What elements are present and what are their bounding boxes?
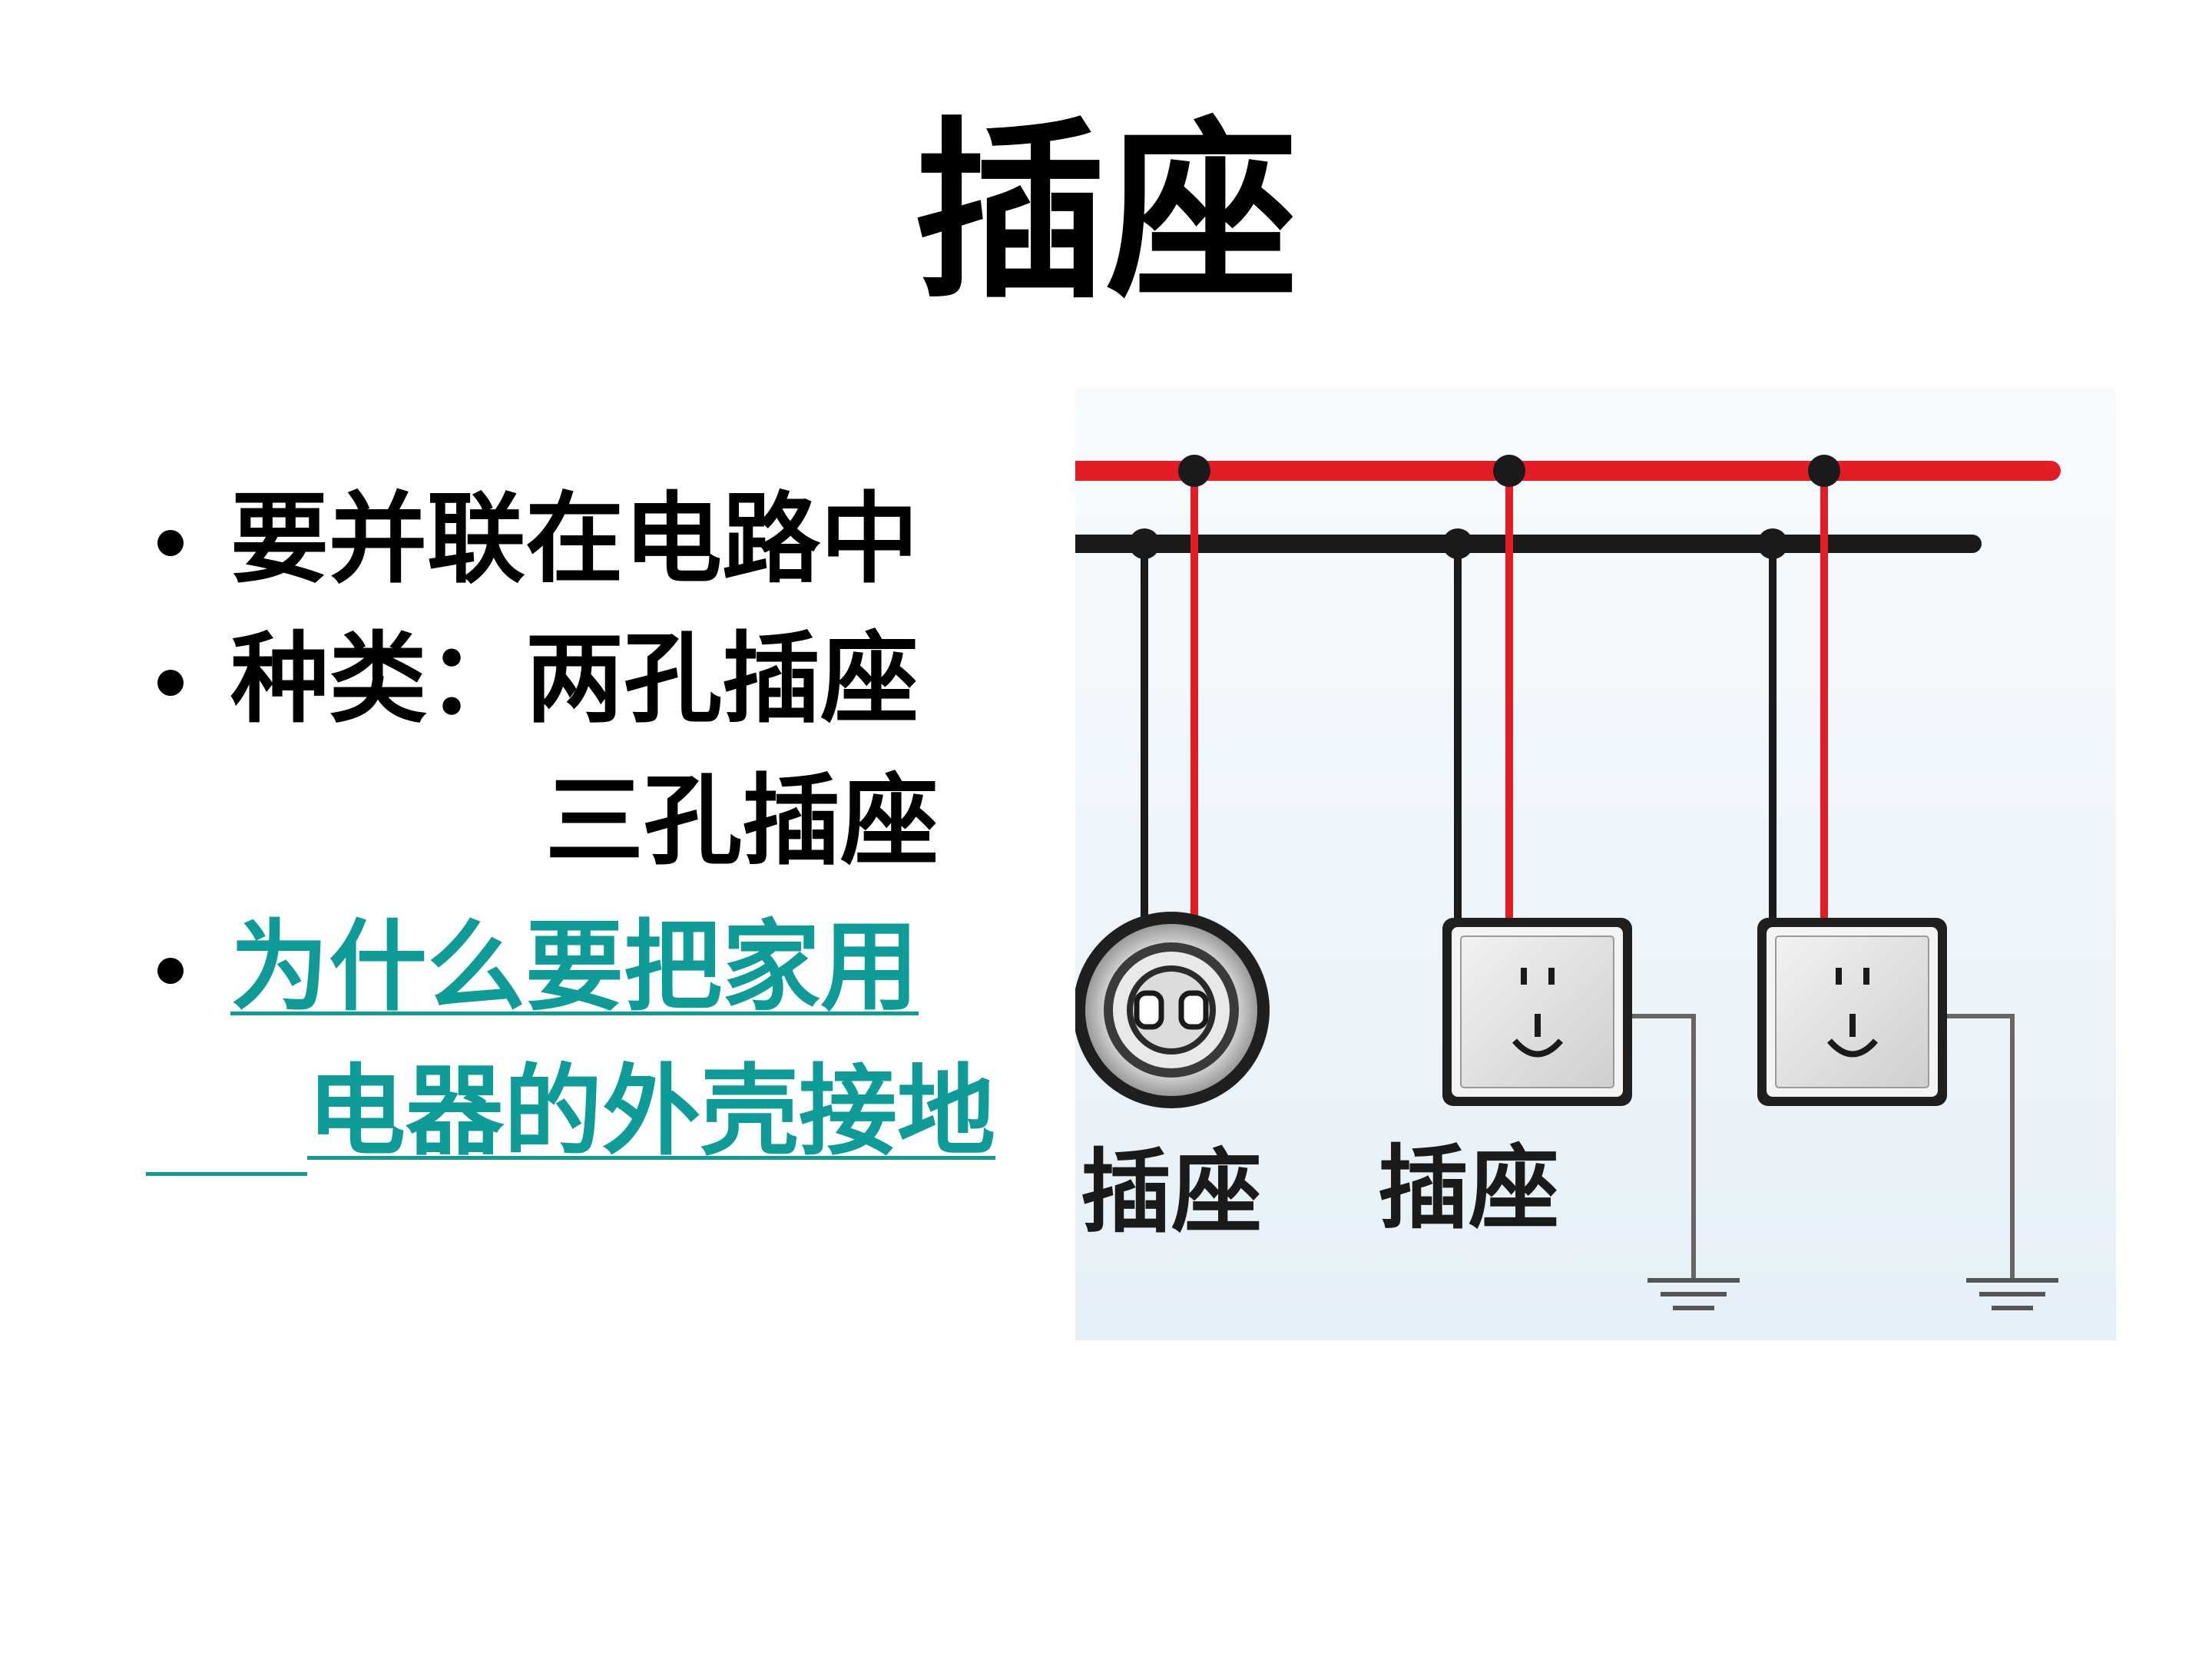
link-underline-lead — [146, 1172, 307, 1176]
grounding-question-link-line2[interactable]: 电器的外壳接地 — [307, 1054, 996, 1169]
ground-wire-2 — [1632, 1014, 1696, 1279]
slide-title: 插座 — [914, 98, 1298, 324]
bullet-text: 种类：两孔插座 — [230, 621, 919, 737]
bullet-dot-icon — [157, 530, 184, 556]
junction-node — [1442, 528, 1473, 559]
junction-node — [1808, 455, 1840, 487]
junction-node — [1178, 455, 1210, 487]
bullet-text: 要并联在电路中 — [230, 482, 919, 597]
junction-node — [1757, 528, 1788, 559]
bullet-dot-icon — [157, 670, 184, 696]
bullet-text-continuation: 三孔插座 — [545, 763, 939, 879]
junction-node — [1129, 528, 1160, 559]
junction-node — [1493, 455, 1525, 487]
three-hole-socket-icon — [1442, 918, 1632, 1106]
socket-wiring-diagram: 插座 插座 — [1075, 388, 2116, 1340]
two-hole-socket-icon — [1075, 912, 1270, 1108]
ground-symbol-icon — [1647, 1278, 1740, 1310]
grounding-question-link-line1[interactable]: 为什么要把家用 — [230, 909, 919, 1025]
three-hole-socket-icon — [1757, 918, 1947, 1106]
socket-label: 插座 — [1378, 1134, 1559, 1241]
wiring-svg: 插座 插座 — [1075, 388, 2116, 1340]
socket-label: 插座 — [1081, 1138, 1262, 1245]
ground-wire-3 — [1947, 1014, 2015, 1279]
ground-symbol-icon — [1966, 1278, 2058, 1310]
bullet-dot-icon — [157, 958, 184, 984]
